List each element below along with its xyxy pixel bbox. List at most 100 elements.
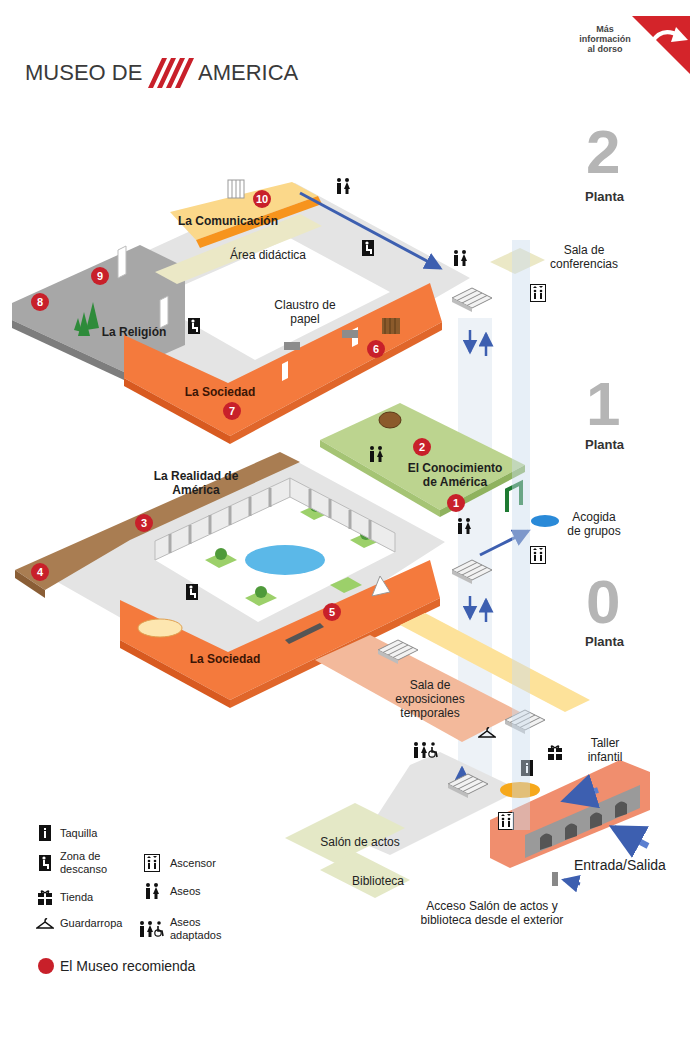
floor-1 <box>186 584 198 600</box>
floor-name: Planta <box>585 189 624 204</box>
floor-0 <box>564 880 580 884</box>
floor-2 <box>12 178 546 444</box>
floor-2 <box>337 178 350 194</box>
floor-1 <box>452 560 492 584</box>
legend-text: Zona de descanso <box>60 850 124 875</box>
callout-number: 6 <box>367 340 385 358</box>
callout-number: 2 <box>413 438 431 456</box>
legend-icons <box>140 921 163 937</box>
room-label: La Realidad de América <box>151 469 241 499</box>
floor-1 <box>469 596 472 618</box>
floor-0 <box>378 640 418 664</box>
floor-0 <box>315 635 520 742</box>
room-label: Área didáctica <box>218 248 318 264</box>
legend-swatch <box>38 958 54 974</box>
floor-2 <box>284 342 300 350</box>
room-name: La Comunicación <box>175 215 281 229</box>
floor-1 <box>245 545 325 575</box>
room-label: La Sociedad <box>174 385 266 401</box>
entrance-label: Entrada/Salida <box>574 857 666 873</box>
room-name: Acogida de grupos <box>565 511 623 539</box>
room-label: La Religión <box>94 325 174 341</box>
room-name: El Conocimiento de América <box>406 462 504 490</box>
floor-2 <box>485 334 488 356</box>
floor-1 <box>290 478 395 552</box>
floor-2 <box>118 246 126 278</box>
room-label: Acogida de grupos <box>563 510 625 540</box>
room-name: La Sociedad <box>181 653 269 667</box>
room-name: Salón de actos <box>316 836 404 850</box>
room-name: Sala de exposiciones temporales <box>382 679 478 720</box>
floor-1 <box>330 577 362 593</box>
callout-number: 4 <box>31 563 49 581</box>
room-name: Sala de conferencias <box>546 244 622 272</box>
room-name: La Realidad de América <box>153 470 239 498</box>
floor-2 <box>385 318 395 334</box>
floor-2 <box>86 302 99 330</box>
floor-2 <box>160 296 168 328</box>
floor-2 <box>155 214 322 284</box>
room-label: Biblioteca <box>342 874 414 890</box>
room-name: Claustro de papel <box>271 299 339 327</box>
legend-icons <box>38 891 52 905</box>
access-label: Acceso Salón de actos y biblioteca desde… <box>404 900 580 928</box>
floor-1 <box>138 619 182 637</box>
floor-0 <box>525 785 640 858</box>
more-info-corner <box>671 27 688 42</box>
legend-text: El Museo recomienda <box>60 958 195 974</box>
callout-number: 7 <box>223 402 241 420</box>
room-label: Sala de conferencias <box>544 243 624 273</box>
floor-0 <box>448 774 488 798</box>
floor-number: 0 <box>586 571 620 633</box>
legend-text: Guardarropa <box>60 917 122 930</box>
callout-number: 10 <box>253 190 271 208</box>
floor-1 <box>370 446 383 462</box>
floor-2 <box>452 288 492 312</box>
callout-number: 8 <box>31 293 49 311</box>
floor-2 <box>454 250 467 266</box>
legend-text: Taquilla <box>60 827 97 840</box>
room-label: La Sociedad <box>179 652 271 668</box>
floor-0 <box>285 613 650 898</box>
floor-1 <box>255 586 267 598</box>
floor-1 <box>531 547 546 564</box>
room-name: Biblioteca <box>344 875 412 889</box>
logo-text: MUSEO DE <box>25 60 142 86</box>
more-info-corner <box>632 16 690 74</box>
room-label: Sala de exposiciones temporales <box>380 678 480 721</box>
floor-name: Planta <box>585 634 624 649</box>
floor-name: Planta <box>585 437 624 452</box>
floor-2 <box>232 180 240 198</box>
floor-0 <box>540 801 627 850</box>
lift-shaft <box>512 240 530 830</box>
floor-2 <box>342 330 358 338</box>
lift-shaft <box>512 240 530 830</box>
more-info-corner <box>632 16 690 74</box>
logo-stripes <box>175 58 194 88</box>
floor-2 <box>74 318 82 332</box>
room-name: Taller infantil <box>579 737 631 765</box>
floor-0 <box>566 790 598 800</box>
floor-1 <box>310 489 370 539</box>
room-name: La Sociedad <box>176 386 264 400</box>
room-label: La Comunicación <box>173 214 283 230</box>
floor-2 <box>382 318 400 334</box>
floor-number: 1 <box>586 373 620 435</box>
room-label: El Conocimiento de América <box>404 461 506 491</box>
floor-number: 2 <box>586 121 620 183</box>
floor-1 <box>215 548 227 560</box>
legend-text: Aseos adaptados <box>170 916 232 941</box>
room-name: Área didáctica <box>220 249 316 263</box>
callout-number: 1 <box>447 494 465 512</box>
callout-number: 9 <box>91 267 109 285</box>
floor-0 <box>552 872 558 886</box>
floor-0 <box>499 813 514 830</box>
legend-text: Aseos <box>170 885 201 898</box>
info-note: Más información al dorso <box>578 25 632 55</box>
logo-text: AMERICA <box>198 60 298 86</box>
legend-icons <box>37 825 163 937</box>
callout-number: 3 <box>135 514 153 532</box>
legend-icons <box>146 883 159 899</box>
callout-number: 5 <box>323 603 341 621</box>
